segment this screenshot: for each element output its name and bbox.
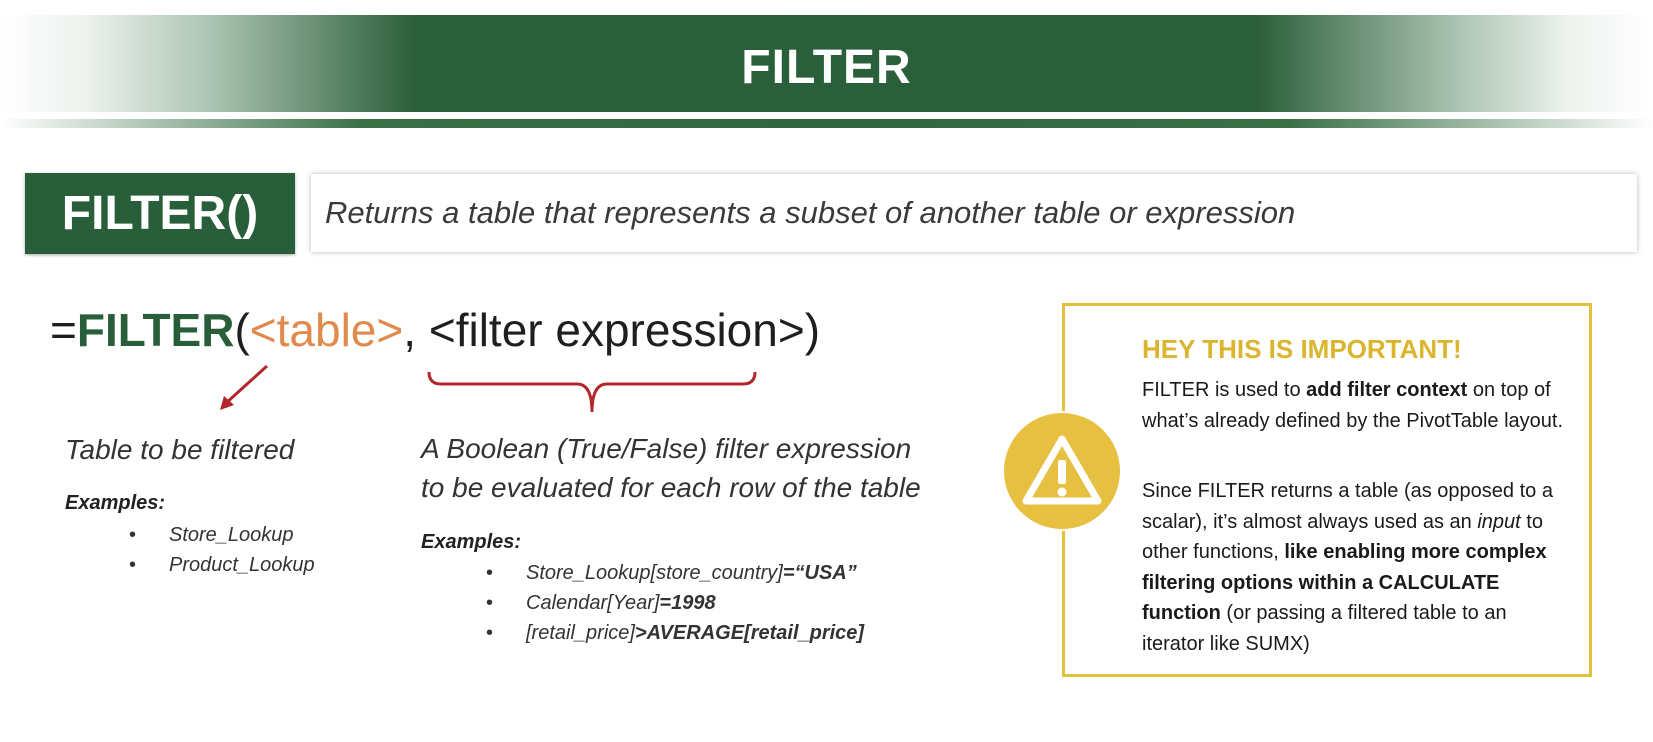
- syntax-close-paren: ): [804, 304, 821, 356]
- filter-arg-description: A Boolean (True/False) filter expression…: [421, 429, 921, 507]
- important-paragraph-1: FILTER is used to add filter context on …: [1142, 379, 1564, 432]
- list-item: [retail_price]>AVERAGE[retail_price]: [486, 618, 864, 648]
- list-item: Calendar[Year]=1998: [486, 588, 864, 618]
- important-heading: HEY THIS IS IMPORTANT!: [1142, 334, 1462, 364]
- list-item: Store_Lookup: [129, 520, 315, 550]
- list-item: Product_Lookup: [129, 550, 315, 580]
- function-description-box: Returns a table that represents a subset…: [311, 174, 1637, 252]
- banner-title: FILTER: [741, 41, 912, 94]
- syntax-filter-arg: <filter expression>: [428, 304, 805, 356]
- table-examples-list: Store_Lookup Product_Lookup: [129, 520, 315, 580]
- function-name: FILTER(): [61, 187, 259, 240]
- function-name-box: FILTER(): [25, 173, 295, 254]
- syntax-equals: =: [50, 304, 77, 356]
- important-callout: HEY THIS IS IMPORTANT! FILTER is used to…: [1062, 303, 1592, 677]
- title-banner: FILTER: [0, 15, 1653, 112]
- table-examples-label: Examples:: [65, 492, 166, 514]
- syntax-line: =FILTER(<table>, <filter expression>): [50, 303, 820, 357]
- filter-examples-list: Store_Lookup[store_country]=“USA” Calend…: [486, 558, 864, 648]
- warning-triangle-icon: [1022, 435, 1102, 505]
- syntax-table-arg: <table>: [249, 304, 404, 356]
- table-arrow-icon: [220, 364, 269, 410]
- syntax-function-name: FILTER: [76, 304, 235, 356]
- function-description: Returns a table that represents a subset…: [325, 195, 1296, 230]
- important-paragraph-2: Since FILTER returns a table (as opposed…: [1142, 480, 1553, 655]
- syntax-separator: ,: [403, 304, 429, 356]
- filter-examples-label: Examples:: [421, 531, 522, 553]
- syntax-open-paren: (: [234, 304, 250, 356]
- filter-desc-line-2: to be evaluated for each row of the tabl…: [421, 472, 921, 503]
- table-arg-description: Table to be filtered: [65, 434, 295, 465]
- filter-desc-line-1: A Boolean (True/False) filter expression: [421, 433, 912, 464]
- warning-icon: [1004, 413, 1120, 529]
- banner-divider: [0, 119, 1653, 128]
- filter-brace-icon: [427, 371, 757, 413]
- list-item: Store_Lookup[store_country]=“USA”: [486, 558, 864, 588]
